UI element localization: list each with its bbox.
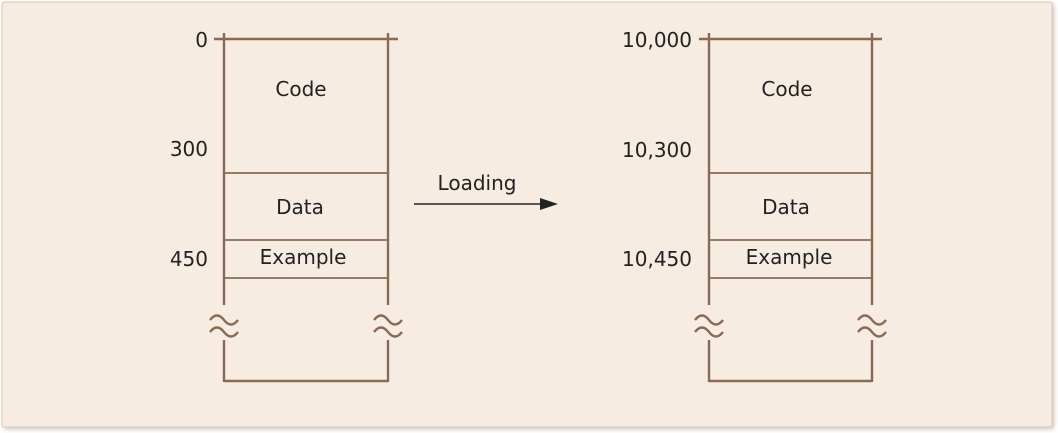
right-break-mark-right-2 <box>857 326 887 338</box>
arrow-head <box>540 198 558 210</box>
left-memory-block: Code Data Example 0 300 450 <box>170 28 403 383</box>
left-section-data: Data <box>276 195 324 219</box>
right-section-data: Data <box>762 195 810 219</box>
arrow-label: Loading <box>438 171 517 195</box>
right-break-mark-left-2 <box>694 326 724 338</box>
left-section-example: Example <box>260 245 347 269</box>
left-break-mark-right <box>373 314 403 326</box>
right-memory-block: Code Data Example 10,000 10,300 10,450 <box>622 28 887 383</box>
right-break-mark-left <box>694 314 724 326</box>
right-address-10000: 10,000 <box>622 28 692 52</box>
left-section-code: Code <box>275 77 326 101</box>
left-break-mark-right-2 <box>373 326 403 338</box>
left-address-450: 450 <box>170 247 208 271</box>
right-break-mark-right <box>857 314 887 326</box>
left-break-mark-left <box>209 314 239 326</box>
right-address-10300: 10,300 <box>622 138 692 162</box>
left-address-0: 0 <box>195 28 208 52</box>
loading-arrow: Loading <box>414 171 558 210</box>
right-section-example: Example <box>746 245 833 269</box>
right-section-code: Code <box>761 77 812 101</box>
left-address-300: 300 <box>170 137 208 161</box>
left-break-mark-left-2 <box>209 326 239 338</box>
right-address-10450: 10,450 <box>622 247 692 271</box>
